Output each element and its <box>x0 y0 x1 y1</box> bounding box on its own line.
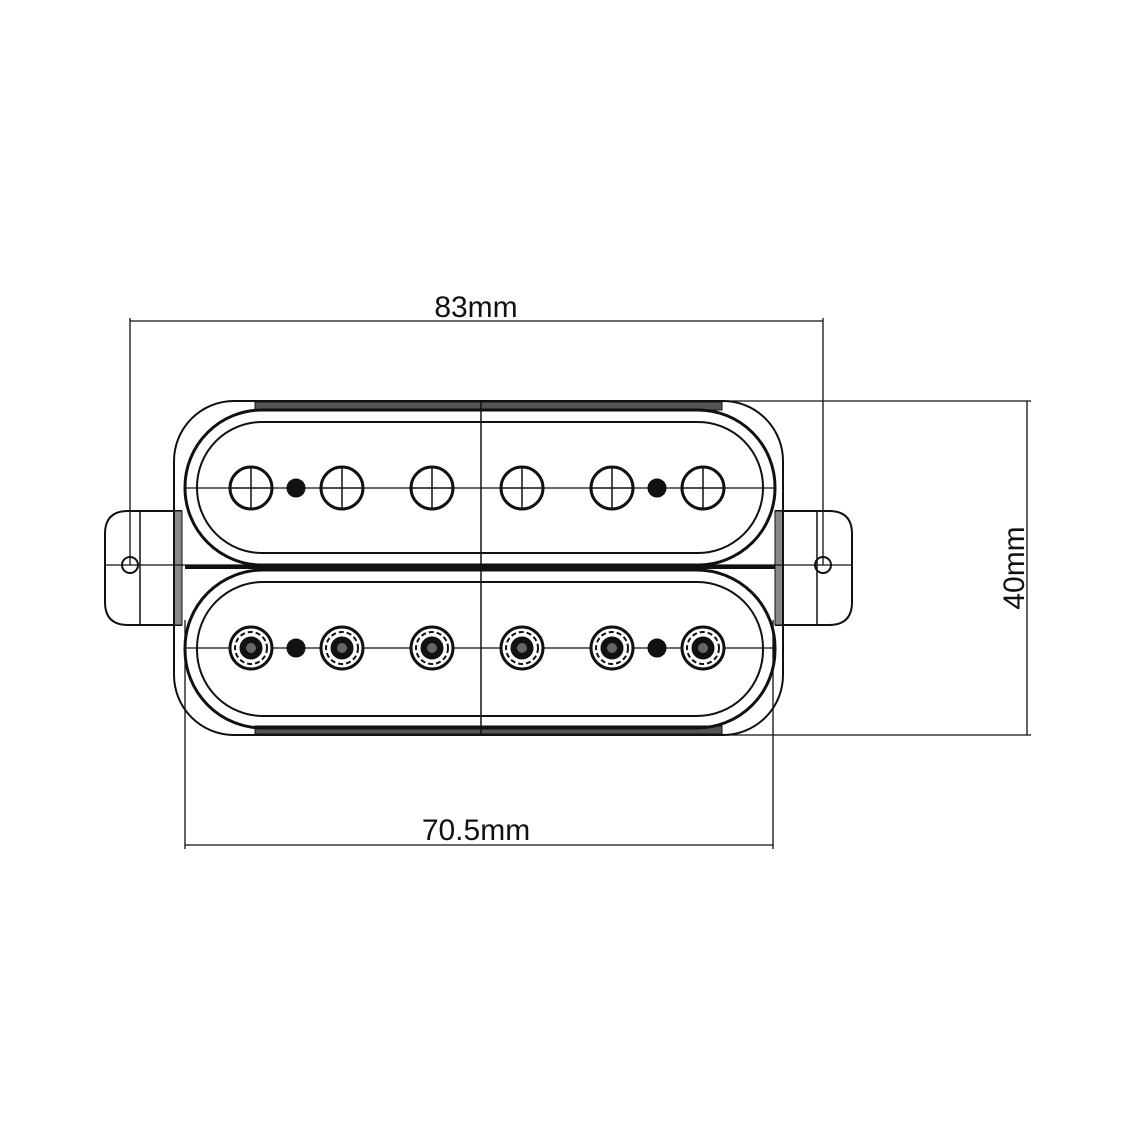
pickup-frame <box>173 400 784 736</box>
slug-pole-piece <box>589 465 635 511</box>
adjustment-dot <box>286 478 306 498</box>
adjustment-dot <box>286 638 306 658</box>
dimension-label-70-5mm: 70.5mm <box>422 814 530 847</box>
screw-pole-piece <box>228 625 274 671</box>
screw-pole-piece <box>499 625 545 671</box>
screw-pole-piece <box>409 625 455 671</box>
adjustment-dot <box>647 638 667 658</box>
screw-pole-piece <box>680 625 726 671</box>
slug-pole-piece <box>409 465 455 511</box>
slug-pole-piece <box>680 465 726 511</box>
screw-pole-piece <box>319 625 365 671</box>
left-mounting-tab <box>104 510 182 626</box>
slug-pole-piece <box>499 465 545 511</box>
slug-pole-piece <box>228 465 274 511</box>
right-mounting-tab <box>775 510 853 626</box>
adjustment-dot <box>647 478 667 498</box>
slug-pole-piece <box>319 465 365 511</box>
dimension-label-83mm: 83mm <box>434 291 517 324</box>
screw-pole-piece <box>589 625 635 671</box>
dimension-label-40mm: 40mm <box>998 526 1031 609</box>
